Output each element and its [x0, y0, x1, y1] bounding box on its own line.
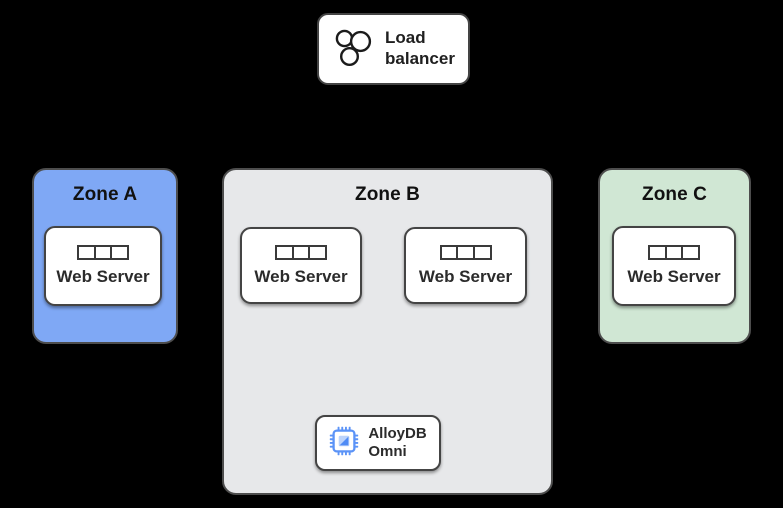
- zone-c-title: Zone C: [642, 184, 707, 205]
- zone-b-web-server-1-node[interactable]: Web Server: [240, 227, 362, 304]
- server-rack-icon: [439, 244, 492, 260]
- zone-c-web-server-label: Web Server: [627, 267, 721, 286]
- alloydb-omni-label: AlloyDB Omni: [368, 425, 427, 460]
- zone-b-web-server-2-label: Web Server: [418, 266, 513, 286]
- zone-c-web-server-node[interactable]: Web Server: [612, 226, 736, 306]
- zone-a-web-server-label: Web Server: [56, 267, 150, 286]
- server-rack-icon: [275, 244, 327, 260]
- server-rack-icon: [77, 245, 129, 260]
- alloydb-omni-node[interactable]: AlloyDB Omni: [315, 415, 441, 471]
- cpu-chip-icon: [329, 426, 359, 461]
- three-circles-icon: [332, 26, 374, 73]
- load-balancer-node[interactable]: Load balancer: [317, 13, 470, 85]
- zone-a-title: Zone A: [72, 184, 138, 205]
- zone-a-web-server-node[interactable]: Web Server: [44, 226, 162, 306]
- zone-b-web-server-2-node[interactable]: Web Server: [404, 227, 527, 304]
- zone-b-title: Zone B: [355, 184, 420, 205]
- server-rack-icon: [648, 245, 700, 260]
- zone-b-web-server-1-label: Web Server: [254, 266, 348, 286]
- load-balancer-label: Load balancer: [385, 28, 455, 68]
